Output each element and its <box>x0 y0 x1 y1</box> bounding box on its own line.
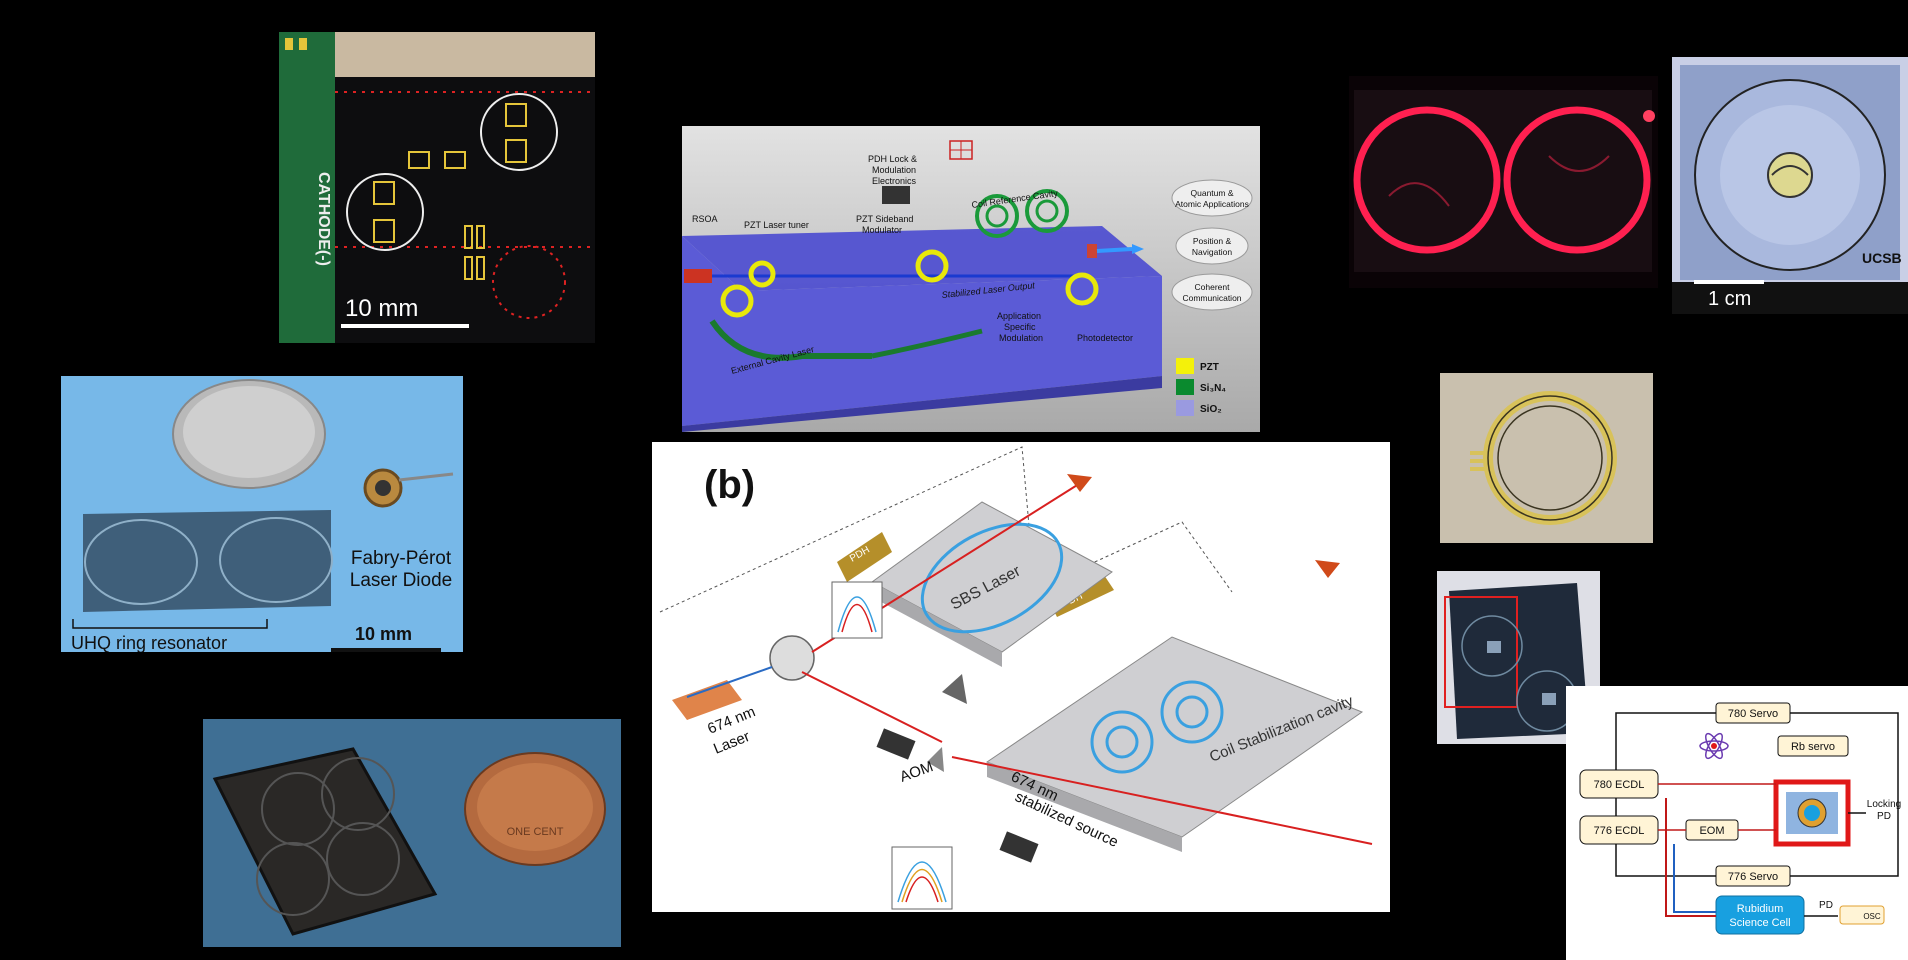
penny-chip-photo: ONE CENT <box>203 719 621 947</box>
sbs-schematic-svg: (b) PDH PDH SBS Laser Coil Stabilization… <box>652 442 1390 912</box>
ecdl-776-label: 776 ECDL <box>1594 825 1645 837</box>
ecdl-780-label: 780 ECDL <box>1594 779 1645 791</box>
pd-label: PD <box>1819 900 1833 911</box>
penny-svg: ONE CENT <box>203 719 621 947</box>
penny-coin-text: ONE CENT <box>507 826 564 838</box>
rb-diagram-svg: 780 Servo Rb servo 780 ECDL 776 ECDL EOM… <box>1566 686 1908 960</box>
red-ring-resonators-photo <box>1349 76 1658 288</box>
app-position-2: Navigation <box>1192 247 1232 257</box>
app-position-1: Position & <box>1193 236 1232 246</box>
label-sideband-1: PZT Sideband <box>856 214 913 224</box>
label-pdh-1: PDH Lock & <box>868 154 917 164</box>
sbs-laser-schematic: (b) PDH PDH SBS Laser Coil Stabilization… <box>652 442 1390 912</box>
legend-sin: Si₃N₄ <box>1200 383 1226 394</box>
label-app-spec-2: Specific <box>1004 322 1036 332</box>
gold-ring-photo <box>1440 373 1653 543</box>
gold-ring-svg <box>1440 373 1653 543</box>
label-rsoa: RSOA <box>692 214 718 224</box>
locking-pd-label-1: Locking <box>1867 799 1901 810</box>
stray-parenthesis: ( <box>1372 565 1392 615</box>
integrated-laser-diagram-svg: RSOA PZT Laser tuner PDH Lock & Modulati… <box>682 126 1260 432</box>
legend-swatch-sio <box>1176 400 1194 416</box>
legend-sio: SiO₂ <box>1200 404 1222 415</box>
panel-letter-b: (b) <box>704 463 755 507</box>
legend-swatch-pzt <box>1176 358 1194 374</box>
wafer-spiral-svg: 1 cm UCSB <box>1672 57 1908 314</box>
red-ring-svg <box>1349 76 1658 288</box>
label-sideband-2: Modulator <box>862 225 902 235</box>
paren-text: ( <box>1372 566 1386 613</box>
osc-label: OSC <box>1863 912 1881 921</box>
label-pdh-2: Modulation <box>872 165 916 175</box>
rb-servo-label: Rb servo <box>1791 741 1835 753</box>
label-pzt-tuner: PZT Laser tuner <box>744 220 809 230</box>
chip-photo-cathode-svg: CATHODE(-) 10 mm <box>279 32 595 343</box>
app-coherent-1: Coherent <box>1195 282 1231 292</box>
label-app-spec-3: Modulation <box>999 333 1043 343</box>
dime-scale-label: 10 mm <box>355 624 412 644</box>
label-app-spec-1: Application <box>997 311 1041 321</box>
locking-pd-label-2: PD <box>1877 811 1891 822</box>
integrated-laser-diagram: RSOA PZT Laser tuner PDH Lock & Modulati… <box>682 126 1260 432</box>
dime-laser-diode-photo: Fabry-Pérot Laser Diode UHQ ring resonat… <box>61 376 463 652</box>
fabry-perot-label-2: Laser Diode <box>350 570 452 591</box>
legend-pzt: PZT <box>1200 362 1219 373</box>
legend-swatch-sin <box>1176 379 1194 395</box>
uhq-ring-label: UHQ ring resonator <box>71 633 227 652</box>
label-pdh-3: Electronics <box>872 176 917 186</box>
ucsb-logo: UCSB <box>1862 250 1902 266</box>
app-quantum-1: Quantum & <box>1191 188 1234 198</box>
rb-stabilization-diagram: 780 Servo Rb servo 780 ECDL 776 ECDL EOM… <box>1566 686 1908 960</box>
servo-776-label: 776 Servo <box>1728 871 1778 883</box>
wafer-scale-label: 1 cm <box>1708 288 1751 310</box>
dime-svg: Fabry-Pérot Laser Diode UHQ ring resonat… <box>61 376 463 652</box>
servo-780-label: 780 Servo <box>1728 708 1778 720</box>
app-quantum-2: Atomic Applications <box>1175 199 1249 209</box>
fabry-perot-label-1: Fabry-Pérot <box>351 548 452 569</box>
rb-cell-label-1: Rubidium <box>1737 903 1783 915</box>
chip-photo-cathode: CATHODE(-) 10 mm <box>279 32 595 343</box>
wafer-spiral-photo: 1 cm UCSB <box>1672 57 1908 314</box>
cathode-label: CATHODE(-) <box>315 172 332 266</box>
label-photodetector: Photodetector <box>1077 333 1133 343</box>
scale-bar-label: 10 mm <box>345 295 418 322</box>
rb-cell-label-2: Science Cell <box>1729 917 1790 929</box>
eom-label: EOM <box>1699 825 1724 837</box>
app-coherent-2: Communication <box>1182 293 1241 303</box>
